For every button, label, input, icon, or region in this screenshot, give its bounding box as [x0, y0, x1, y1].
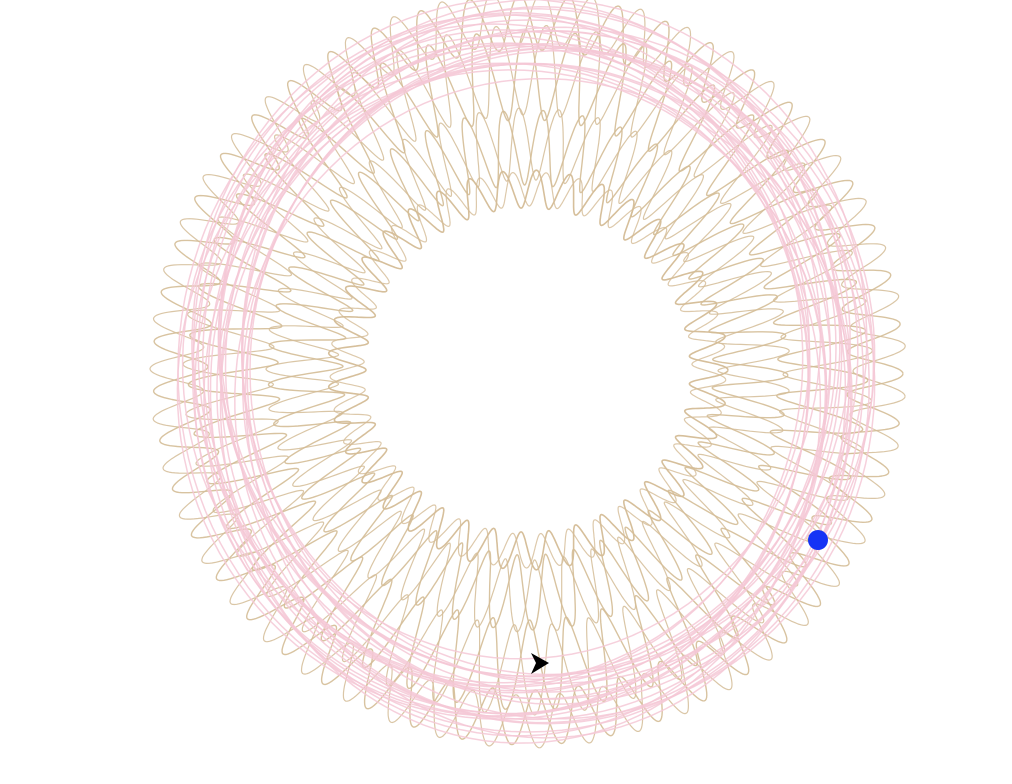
- spirograph-stroke: [191, 0, 841, 692]
- spirograph-stroke: [218, 0, 868, 681]
- spirograph-stroke: [177, 23, 811, 717]
- spirograph-stroke: [207, 44, 809, 715]
- spirograph-stroke: [181, 42, 832, 688]
- spirograph-stroke: [149, 0, 906, 749]
- spirograph-stroke: [267, 109, 789, 631]
- spirograph-stroke: [191, 35, 810, 717]
- spirograph-stroke: [187, 29, 869, 710]
- dot-marker-icon: [808, 530, 828, 550]
- spirograph-stroke: [224, 30, 875, 700]
- turtle-cursor-icon: [531, 653, 549, 674]
- spirograph-stroke: [329, 172, 727, 569]
- pink-spirograph-pattern: [176, 0, 876, 744]
- spirograph-stroke: [220, 42, 870, 725]
- tan-spirograph-pattern: [149, 0, 906, 749]
- spirograph-stroke: [202, 29, 804, 687]
- spirograph-stroke: [240, 6, 843, 700]
- spirograph-stroke: [327, 169, 729, 571]
- spirograph-stroke: [265, 107, 790, 633]
- spirograph-stroke: [152, 0, 904, 746]
